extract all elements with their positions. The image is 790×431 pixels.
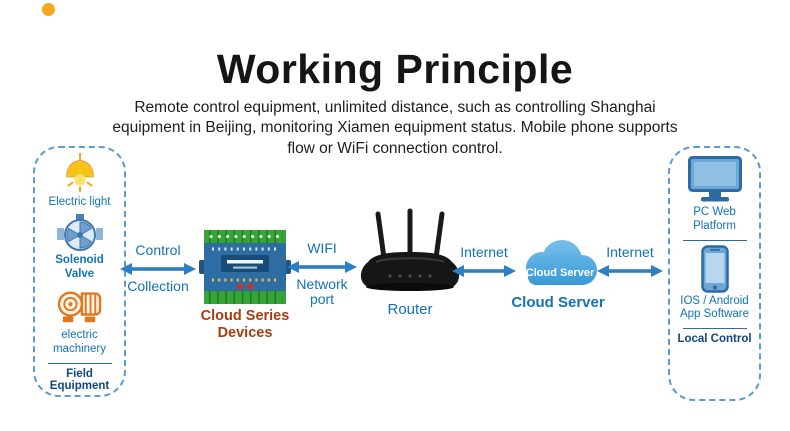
io-device-icon [199,230,291,304]
field-equipment-panel: Electric light Solenoid Valve [33,146,126,397]
field-panel-footer: Field Equipment [49,367,110,392]
page-subtitle: Remote control equipment, unlimited dist… [112,99,678,157]
double-arrow-icon [120,262,196,275]
divider [47,362,112,364]
page-title: Working Principle [216,46,574,92]
internet-link-left: Internet [452,244,516,281]
cloud-series-device: Cloud Series Devices [197,230,293,341]
smartphone-icon [700,244,729,293]
electric-machinery-icon [57,291,101,323]
link-label-internet-left: Internet [460,244,508,260]
device-label: Cloud Series Devices [200,308,290,341]
control-item-label-pc-web: PC Web Platform [693,206,736,232]
double-arrow-icon [597,264,663,277]
link-label-control: Control [135,242,181,258]
cloud-inner-text: Cloud Server [526,267,595,279]
divider [682,328,747,330]
decorative-dot [42,3,55,16]
cloud-server-node: Cloud Server Cloud Server [511,236,605,311]
link-label-internet-right: Internet [606,244,654,260]
divider [682,239,747,241]
link-label-collection: Collection [127,277,189,294]
internet-link-right: Internet [597,244,663,281]
wifi-link: WIFI Network port [287,240,357,308]
link-label-network-port: Network port [296,275,348,308]
pc-monitor-icon [687,156,742,202]
cloud-icon: Cloud Server [526,240,597,285]
control-panel-footer: Local Control [677,333,752,346]
control-collection-link: Control Collection [120,242,196,294]
cloud-caption: Cloud Server [511,294,605,311]
router-icon [360,208,460,291]
control-item-label-app: IOS / Android App Software [679,294,750,321]
link-label-wifi: WIFI [307,240,337,256]
router-node: Router [352,208,468,318]
double-arrow-icon [287,260,357,273]
field-item-label-electric-machinery: electric machinery [52,329,107,356]
double-arrow-icon [452,264,516,277]
local-control-panel: PC Web Platform IOS / Android App Softwa… [668,146,761,401]
router-label: Router [387,301,433,318]
electric-light-icon [65,152,94,193]
solenoid-valve-icon [56,213,103,251]
field-item-label-solenoid-valve: Solenoid Valve [55,253,104,280]
field-item-label-electric-light: Electric light [48,196,111,208]
